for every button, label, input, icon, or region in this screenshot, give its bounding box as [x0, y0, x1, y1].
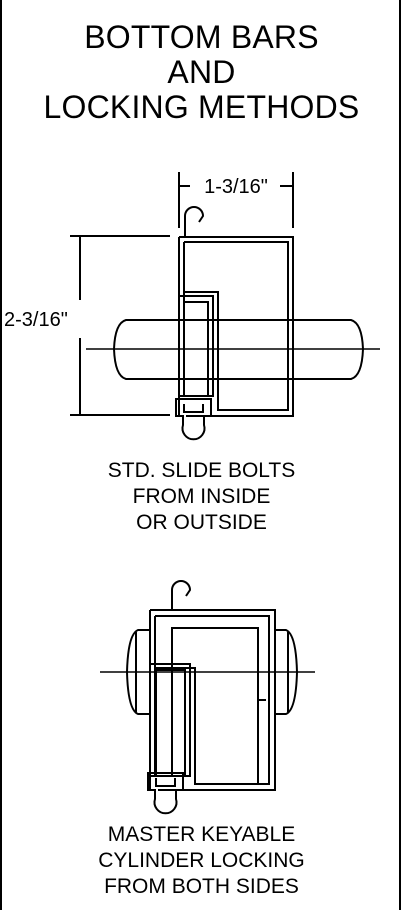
- caption-1-line-2: FROM INSIDE: [132, 485, 271, 508]
- bottom-seal: [175, 398, 212, 441]
- cylinder-housing-inner: [155, 669, 186, 777]
- height-dimension: 2-3/16": [4, 235, 170, 416]
- lock-bar-outer: [150, 609, 276, 791]
- page-title: BOTTOM BARS AND LOCKING METHODS: [10, 20, 393, 125]
- detail-cylinder-lock: [100, 580, 315, 815]
- title-line-3: LOCKING METHODS: [43, 89, 360, 125]
- sheet-border-left: [0, 0, 2, 910]
- bottom-seal: [147, 772, 184, 815]
- caption-slide-bolt: STD. SLIDE BOLTS FROM INSIDE OR OUTSIDE: [10, 458, 393, 536]
- bottom-seal-inner: [183, 404, 204, 413]
- caption-cylinder-lock: MASTER KEYABLE CYLINDER LOCKING FROM BOT…: [10, 822, 393, 900]
- width-dimension: 1-3/16": [178, 172, 294, 228]
- bar-outer-wall: [179, 236, 294, 417]
- caption-2-line-2: CYLINDER LOCKING: [98, 849, 305, 872]
- lock-bar-inner: [155, 615, 270, 785]
- caption-1-line-3: OR OUTSIDE: [136, 511, 267, 534]
- hook-icon: [171, 580, 192, 610]
- caption-2-line-1: MASTER KEYABLE: [107, 823, 296, 846]
- sheet-border-right: [399, 0, 401, 910]
- slide-bolt: [112, 319, 365, 380]
- lock-channel-top: [171, 627, 266, 701]
- title-line-2: AND: [167, 54, 236, 90]
- detail-slide-bolt: 1-3/16" 2-3/16": [4, 172, 380, 441]
- height-dimension-label: 2-3/16": [4, 309, 68, 331]
- caption-2-line-3: FROM BOTH SIDES: [104, 875, 299, 898]
- caption-1-line-1: STD. SLIDE BOLTS: [107, 459, 296, 482]
- bar-inner-wall: [184, 241, 289, 411]
- hook-icon: [184, 206, 205, 237]
- bottom-seal-inner: [155, 778, 176, 787]
- title-line-1: BOTTOM BARS: [84, 19, 319, 55]
- width-dimension-label: 1-3/16": [204, 176, 268, 198]
